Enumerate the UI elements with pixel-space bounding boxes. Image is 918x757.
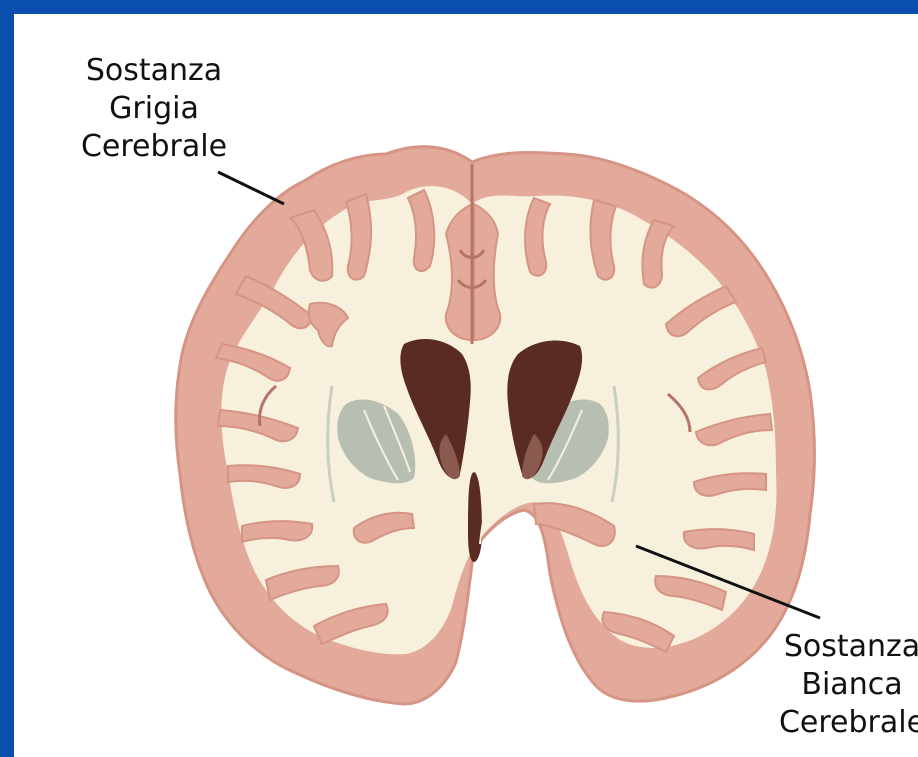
white-matter-label-line-3: Cerebrale (752, 704, 918, 742)
gray-matter-leader-line (218, 172, 284, 204)
white-matter-label: Sostanza Bianca Cerebrale (752, 628, 918, 742)
diagram-frame: Sostanza Grigia Cerebrale Sostanza Bianc… (14, 14, 918, 757)
gray-matter-label: Sostanza Grigia Cerebrale (54, 52, 254, 166)
white-matter-label-line-2: Bianca (752, 666, 918, 704)
gray-matter-label-line-1: Sostanza (54, 52, 254, 90)
white-matter-label-line-1: Sostanza (752, 628, 918, 666)
gray-matter-label-line-3: Cerebrale (54, 128, 254, 166)
gray-matter-label-line-2: Grigia (54, 90, 254, 128)
